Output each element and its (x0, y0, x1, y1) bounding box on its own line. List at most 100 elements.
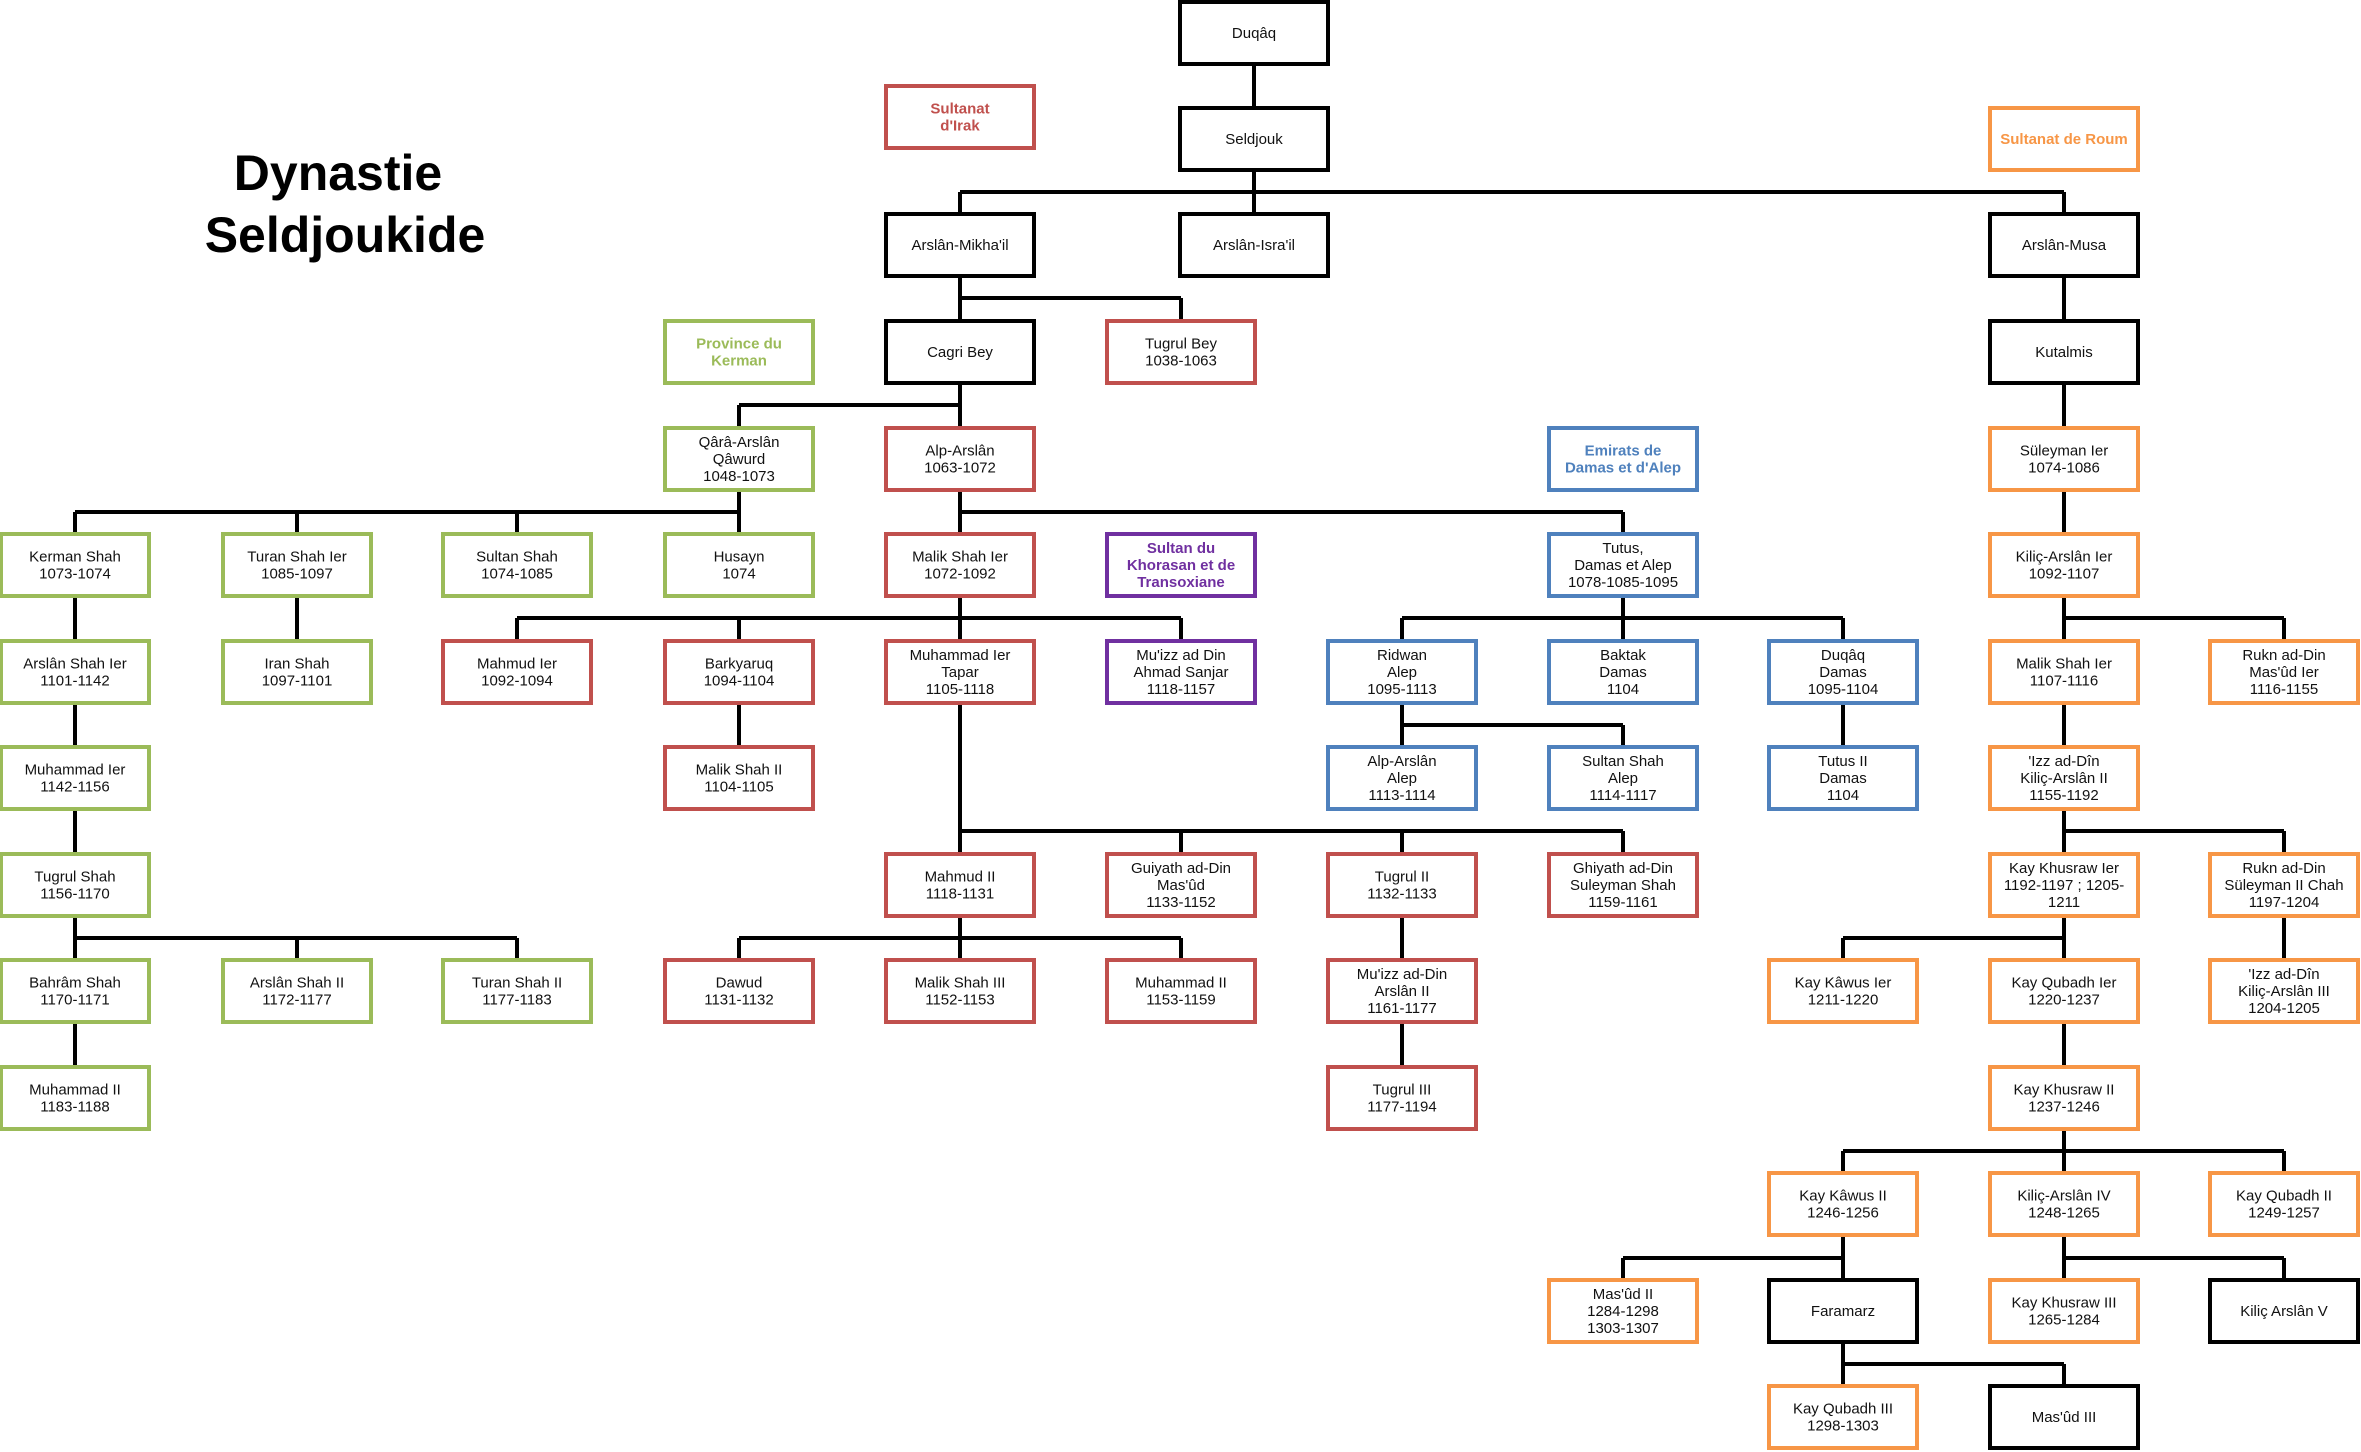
title-line-2: Seldjoukide (205, 207, 486, 263)
person-node-husayn-label: 1074 (722, 566, 755, 583)
person-node-ghiyath-sul-label: Suleyman Shah (1570, 877, 1676, 894)
person-node-muhammad2-k-label: Muhammad II (29, 1082, 121, 1099)
legend-roum: Sultanat de Roum (1988, 106, 2140, 172)
person-node-qawurd-label: Qârâ-Arslân (699, 434, 780, 451)
person-node-seldjouk: Seldjouk (1178, 106, 1330, 172)
person-node-duqaq2-label: Duqâq (1821, 647, 1865, 664)
person-node-rukn-sul2-label: Süleyman II Chah (2224, 877, 2343, 894)
person-node-tugrul-shah-label: Tugrul Shah (34, 869, 115, 886)
person-node-faramarz-label: Faramarz (1811, 1303, 1875, 1320)
person-node-guiyath-label: Mas'ûd (1157, 877, 1205, 894)
person-node-dawud-label: Dawud (716, 975, 763, 992)
person-node-masud3-label: Mas'ûd III (2032, 1409, 2097, 1426)
legend-irak-label: d'Irak (940, 118, 980, 135)
person-node-guiyath-frame (1105, 852, 1257, 918)
person-node-malik2-frame (663, 745, 815, 811)
person-node-rukn-sul2-frame (2208, 852, 2360, 918)
person-node-suleyman1-label: 1074-1086 (2028, 460, 2100, 477)
person-node-guiyath-label: Guiyath ad-Din (1131, 860, 1231, 877)
person-node-kilic1-label: Kiliç-Arslân Ier (2016, 549, 2113, 566)
person-node-tutus2-frame (1767, 745, 1919, 811)
person-node-kilic3-label: 1204-1205 (2248, 1000, 2320, 1017)
person-node-ghiyath-sul-label: 1159-1161 (1588, 894, 1658, 911)
person-node-israil-label: Arslân-Isra'il (1213, 237, 1295, 254)
person-node-qawurd-label: 1048-1073 (703, 468, 775, 485)
person-node-khusraw2-label: 1237-1246 (2028, 1099, 2100, 1116)
person-node-faramarz-frame (1767, 1278, 1919, 1344)
person-node-alparslan-alep-label: 1113-1114 (1368, 787, 1435, 804)
person-node-alparslan-alep-frame (1326, 745, 1478, 811)
person-node-kilic4-label: 1248-1265 (2028, 1205, 2100, 1222)
person-node-malik-roum-label: Malik Shah Ier (2016, 656, 2112, 673)
person-node-alparslan-label: Alp-Arslân (925, 443, 994, 460)
person-node-tugrul-label: 1038-1063 (1145, 353, 1217, 370)
legend-roum-frame (1988, 106, 2140, 172)
person-node-khusraw2-frame (1988, 1065, 2140, 1131)
person-node-rukn-masud-label: 1116-1155 (2250, 681, 2318, 698)
person-node-musa: Arslân-Musa (1988, 212, 2140, 278)
person-node-kerman-shah-label: 1073-1074 (39, 566, 111, 583)
person-node-qubadh3-label: 1298-1303 (1807, 1418, 1879, 1435)
person-node-rukn-sul2-label: Rukn ad-Din (2242, 860, 2325, 877)
legend-irak-label: Sultanat (930, 101, 989, 118)
person-node-qubadh1-label: Kay Qubadh Ier (2011, 975, 2116, 992)
person-node-ridwan-frame (1326, 639, 1478, 705)
person-node-arslan-shah2-label: 1172-1177 (262, 992, 332, 1009)
person-node-arslan-shah1-frame (0, 639, 151, 705)
person-node-tutus-label: Damas et Alep (1574, 557, 1672, 574)
person-node-kilic2-label: 1155-1192 (2029, 787, 2099, 804)
person-node-kilic5: Kiliç Arslân V (2208, 1278, 2360, 1344)
person-node-kilic2-frame (1988, 745, 2140, 811)
person-node-tutus2-label: Damas (1819, 770, 1867, 787)
person-node-turan2-frame (441, 958, 593, 1024)
person-node-arslan2-i-label: Arslân II (1374, 983, 1429, 1000)
person-node-faramarz: Faramarz (1767, 1278, 1919, 1344)
person-node-khusraw1-label: Kay Khusraw Ier (2009, 860, 2119, 877)
person-node-tapar-label: Muhammad Ier (910, 647, 1011, 664)
person-node-mikhail: Arslân-Mikha'il (884, 212, 1036, 278)
person-node-sultan-shah-alep-label: Alep (1608, 770, 1638, 787)
person-node-qubadh1-label: 1220-1237 (2028, 992, 2100, 1009)
person-node-muhammad2-i-label: 1153-1159 (1146, 992, 1216, 1009)
person-node-kerman-shah-label: Kerman Shah (29, 549, 121, 566)
person-node-mahmud1-frame (441, 639, 593, 705)
person-node-arslan2-i-label: 1161-1177 (1367, 1000, 1437, 1017)
person-node-malik1-label: 1072-1092 (924, 566, 996, 583)
person-node-masud3-frame (1988, 1384, 2140, 1450)
person-node-husayn-frame (663, 532, 815, 598)
person-node-kilic5-label: Kiliç Arslân V (2240, 1303, 2328, 1320)
person-node-ghiyath-sul-label: Ghiyath ad-Din (1573, 860, 1673, 877)
legend-kerman-label: Kerman (711, 353, 767, 370)
person-node-mikhail-label: Arslân-Mikha'il (911, 237, 1008, 254)
legend-khorasan-frame (1105, 532, 1257, 598)
person-node-tugrul-label: Tugrul Bey (1145, 336, 1217, 353)
person-node-kilic5-frame (2208, 1278, 2360, 1344)
person-node-malik-roum-frame (1988, 639, 2140, 705)
person-node-dawud-frame (663, 958, 815, 1024)
person-node-duqaq2-frame (1767, 639, 1919, 705)
person-node-kilic2-label: Kiliç-Arslân II (2020, 770, 2108, 787)
person-node-kawus1-label: Kay Kâwus Ier (1795, 975, 1892, 992)
person-node-turan1-label: Turan Shah Ier (247, 549, 347, 566)
legend-khorasan-label: Khorasan et de (1127, 557, 1235, 574)
person-node-khusraw3-frame (1988, 1278, 2140, 1344)
person-node-khusraw1-frame (1988, 852, 2140, 918)
person-node-masud2-label: 1284-1298 (1587, 1303, 1659, 1320)
person-node-turan1-label: 1085-1097 (261, 566, 333, 583)
person-node-sultan-shah-label: Sultan Shah (476, 549, 558, 566)
person-node-ridwan-label: Ridwan (1377, 647, 1427, 664)
person-node-muhammad2-k-frame (0, 1065, 151, 1131)
person-node-seldjouk-label: Seldjouk (1225, 131, 1283, 148)
